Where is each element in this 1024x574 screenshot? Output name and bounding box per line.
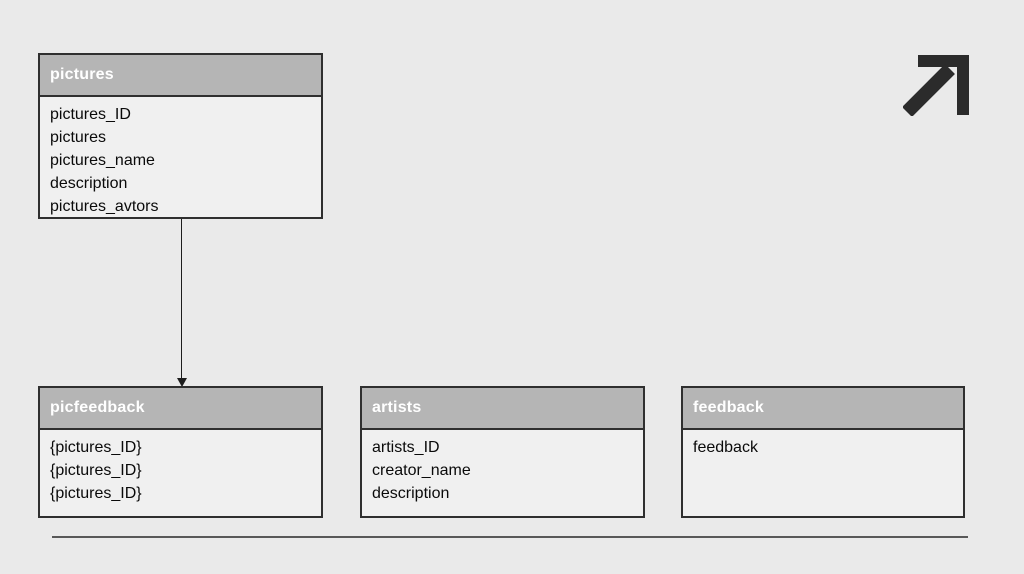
relationship-connector-line xyxy=(181,219,182,380)
field-row: feedback xyxy=(693,439,758,456)
field-row: pictures_name xyxy=(50,152,155,169)
field-row: {pictures_ID} xyxy=(50,462,142,479)
expand-arrow-button[interactable] xyxy=(903,54,969,116)
arrow-up-right-icon xyxy=(903,54,969,116)
table-feedback-header: feedback xyxy=(683,388,963,430)
field-row: creator_name xyxy=(372,462,471,479)
table-picfeedback-body: {pictures_ID} {pictures_ID} {pictures_ID… xyxy=(40,430,321,505)
field-row: artists_ID xyxy=(372,439,440,456)
table-pictures-body: pictures_ID pictures pictures_name descr… xyxy=(40,97,321,218)
table-pictures: pictures pictures_ID pictures pictures_n… xyxy=(38,53,323,219)
table-feedback: feedback feedback xyxy=(681,386,965,518)
field-row: description xyxy=(372,485,450,502)
field-row: description xyxy=(50,175,128,192)
table-artists: artists artists_ID creator_name descript… xyxy=(360,386,645,518)
field-row: pictures xyxy=(50,129,107,146)
table-picfeedback: picfeedback {pictures_ID} {pictures_ID} … xyxy=(38,386,323,518)
table-artists-body: artists_ID creator_name description xyxy=(362,430,643,505)
table-pictures-header: pictures xyxy=(40,55,321,97)
field-row: pictures_ID xyxy=(50,106,131,123)
table-artists-header: artists xyxy=(362,388,643,430)
field-row: {pictures_ID} xyxy=(50,439,142,456)
field-row: pictures_avtors xyxy=(50,198,159,215)
table-picfeedback-header: picfeedback xyxy=(40,388,321,430)
field-row: {pictures_ID} xyxy=(50,485,142,502)
table-feedback-body: feedback xyxy=(683,430,963,459)
relationship-arrowhead-icon xyxy=(177,378,187,387)
slide-footer-divider xyxy=(52,536,968,538)
